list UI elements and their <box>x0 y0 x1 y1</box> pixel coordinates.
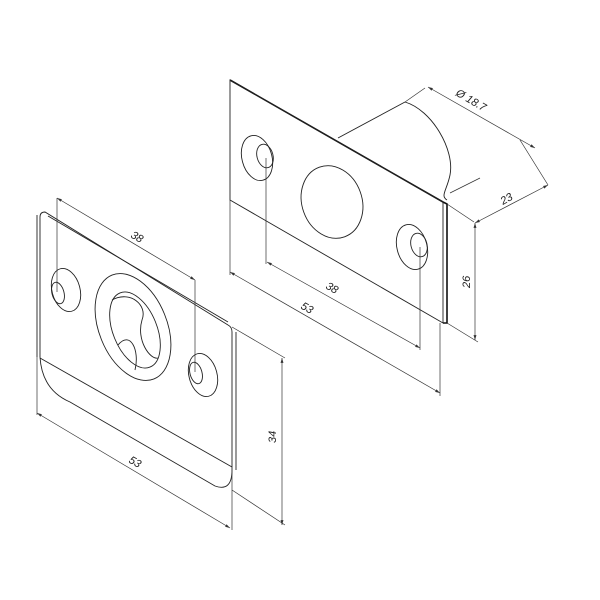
latch-right-screw-hole <box>395 223 429 271</box>
strike-bolt-slot-inner <box>109 291 161 369</box>
strike-label-hole-spacing: 38 <box>129 229 146 246</box>
strike-left-screw-hole <box>50 267 82 313</box>
strike-plate-outline <box>39 211 233 488</box>
latch-right-screw-hole-inner <box>410 232 428 258</box>
dim-line-depth <box>474 184 549 224</box>
latch-bolt-hole <box>300 165 364 239</box>
strike-dim-line-width <box>36 412 231 529</box>
latch-left-screw-hole <box>240 134 274 182</box>
strike-right-screw-hole-inner <box>189 361 203 385</box>
latch-assembly: Ø 18.7 23 26 38 53 <box>229 79 549 396</box>
strike-label-width: 53 <box>127 454 144 471</box>
latch-bolt-cylinder <box>337 101 452 201</box>
strike-left-screw-hole-inner <box>51 281 65 305</box>
latch-faceplate <box>229 79 444 324</box>
latch-dimensions: Ø 18.7 23 26 38 53 <box>229 86 549 396</box>
label-hole-spacing: 38 <box>324 280 341 297</box>
strike-plate-edge <box>36 215 237 470</box>
latch-left-screw-hole-inner <box>256 143 274 169</box>
strike-plate: 38 53 34 <box>36 197 286 530</box>
strike-bolt-slot-curve <box>111 296 159 371</box>
label-diameter: Ø 18.7 <box>453 87 489 115</box>
label-depth: 23 <box>498 191 516 208</box>
strike-plate-fold-line <box>39 357 233 468</box>
dim-line-width <box>229 271 441 394</box>
label-width: 53 <box>299 300 316 317</box>
strike-dim-line-hole-spacing <box>56 197 196 281</box>
strike-label-height: 34 <box>267 431 279 443</box>
strike-bolt-slot <box>94 273 172 381</box>
dim-line-hole-spacing <box>266 261 421 349</box>
strike-right-screw-hole <box>187 352 219 398</box>
dim-line-diameter <box>427 86 536 149</box>
label-height: 26 <box>461 275 473 289</box>
strike-dimensions: 38 53 34 <box>36 197 286 530</box>
